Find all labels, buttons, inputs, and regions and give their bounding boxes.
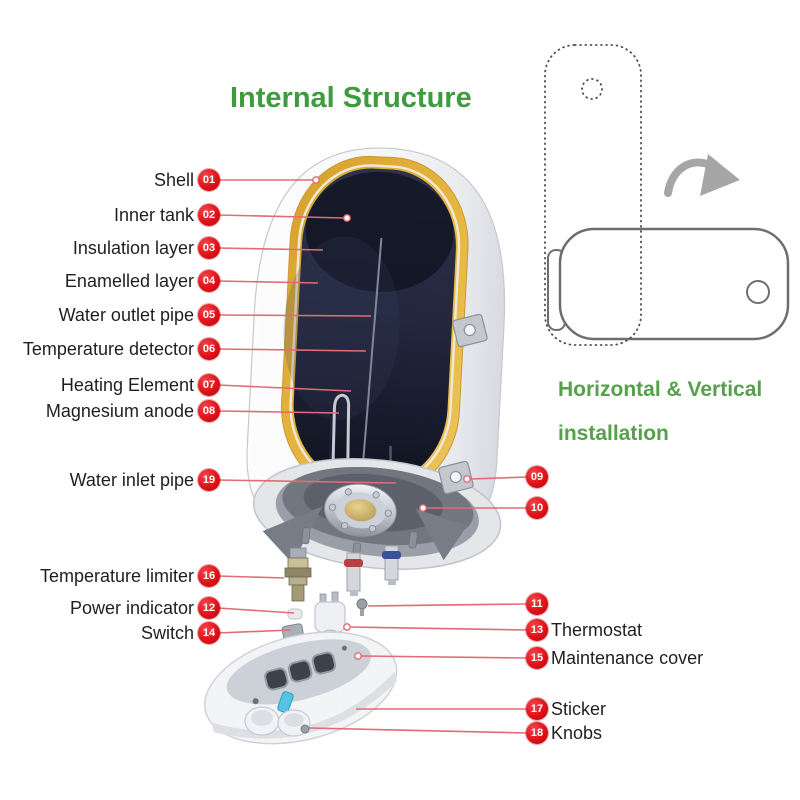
callout-label-sticker: Sticker [551,699,607,719]
callout-badge-screw: 11 [526,593,548,615]
callout-badge-tank-bottom: 10 [526,497,548,519]
leader-dot-inner-tank [343,214,351,222]
leader-line-thermostat [349,626,529,631]
leader-dot-mounting-bracket [463,475,471,483]
callout-badge-mounting-bracket: 09 [526,466,548,488]
callout-badge-maintenance-cover: 15 [526,647,548,669]
leader-line-knobs [308,727,529,734]
leader-dot-tank-bottom [419,504,427,512]
callout-badge-water-inlet-pipe: 19 [198,469,220,491]
callout-label-water-inlet-pipe: Water inlet pipe [69,470,194,490]
bottom-flange-gold [344,499,377,522]
leader-line-enamelled-layer [217,280,319,284]
leader-line-heating-element [217,384,352,392]
callout-badge-temperature-detector: 06 [198,338,220,360]
flange-bolts [328,488,392,533]
callout-badge-insulation-layer: 03 [198,237,220,259]
installation-diagram [544,44,790,346]
callout-label-thermostat: Thermostat [551,620,643,640]
leader-lines [217,176,529,734]
callout-label-inner-tank: Inner tank [113,205,194,225]
tank-body [246,147,506,559]
leader-dot-shell [312,176,320,184]
installation-caption: Horizontal & Vertical installation [558,378,763,445]
knob-holes [264,651,337,691]
leader-dot-maintenance-cover [354,652,362,660]
callout-label-insulation-layer: Insulation layer [72,238,194,258]
leader-line-inner-tank [217,214,345,219]
leader-line-temperature-limiter [217,575,285,579]
leader-line-magnesium-anode [217,410,340,414]
water-outlet-pipe-part [360,237,383,480]
callout-label-enamelled-layer: Enamelled layer [64,271,194,291]
tank-bottom-dish [252,458,502,571]
dish-wedge-left [262,506,323,564]
callout-label-temperature-limiter: Temperature limiter [39,566,194,586]
outlet-pipe-red [344,552,363,596]
drain-valve [284,547,312,602]
mounting-bracket-upper [452,313,488,348]
callout-badge-temperature-limiter: 16 [198,565,220,587]
callout-badge-knobs: 18 [526,722,548,744]
control-knobs [244,706,311,737]
dish-wedge-right [415,509,468,561]
callout-badge-switch: 14 [198,622,220,644]
leader-dot-thermostat [343,623,351,631]
leader-line-temperature-detector [217,348,367,352]
leader-line-power-indicator [217,607,295,614]
leader-line-insulation-layer [217,247,324,251]
callout-label-power-indicator: Power indicator [69,598,194,618]
callout-badge-sticker: 17 [526,698,548,720]
horizontal-tank-port [746,280,770,304]
maintenance-cover-part [204,631,398,745]
page-title: Internal Structure [230,82,472,114]
callout-label-maintenance-cover: Maintenance cover [551,648,704,668]
callout-badge-power-indicator: 12 [198,597,220,619]
callout-badge-inner-tank: 02 [198,204,220,226]
inlet-pipe-blue [382,545,401,585]
vertical-tank-dashed-outline [544,44,642,346]
leader-line-maintenance-cover [360,655,529,659]
leader-line-mounting-bracket [469,476,529,480]
screw-part [356,598,368,616]
leader-line-water-inlet-pipe [217,479,397,484]
callout-label-magnesium-anode: Magnesium anode [45,401,194,421]
callout-label-water-outlet-pipe: Water outlet pipe [58,305,194,325]
heating-element-part [331,393,351,483]
blue-clip-part [277,691,294,714]
callout-badge-magnesium-anode: 08 [198,400,220,422]
power-indicator-part [287,608,303,620]
leader-line-screw [367,603,529,607]
callout-badge-heating-element: 07 [198,374,220,396]
callout-label-shell: Shell [153,170,194,190]
callout-badge-shell: 01 [198,169,220,191]
horizontal-tank-outline [558,227,790,341]
knob-screw [300,724,310,734]
callout-label-switch: Switch [140,623,194,643]
inner-tank-dome-shadow [305,171,454,293]
callout-label-heating-element: Heating Element [60,375,194,395]
leader-line-switch [217,629,292,634]
callout-badge-thermostat: 13 [526,619,548,641]
vertical-tank-dashed-port [581,78,603,100]
callout-label-temperature-detector: Temperature detector [22,339,194,359]
callout-label-knobs: Knobs [551,723,603,743]
mounting-bracket-lower [438,460,474,495]
callout-badge-water-outlet-pipe: 05 [198,304,220,326]
rotate-arrow-icon [664,154,740,197]
callout-badge-enamelled-layer: 04 [198,270,220,292]
leader-line-water-outlet-pipe [217,314,372,317]
